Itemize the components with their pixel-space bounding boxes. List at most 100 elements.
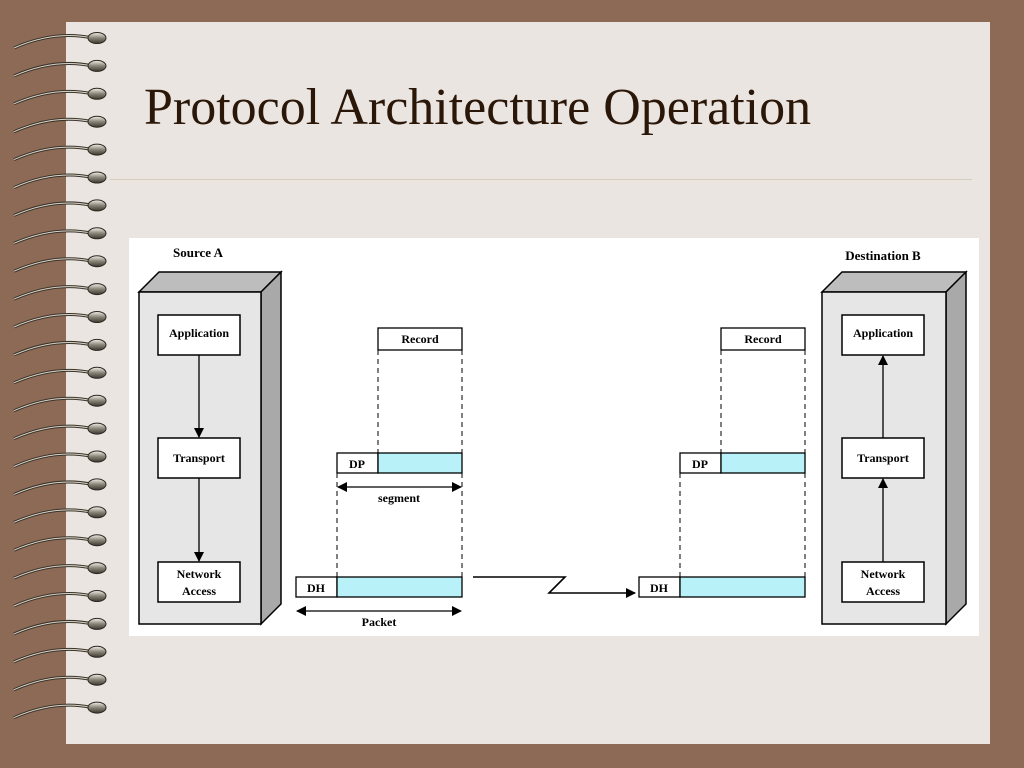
binding-coil — [13, 536, 93, 552]
packet-label: Packet — [362, 615, 397, 629]
binding-ring — [87, 143, 107, 156]
binding-coil-highlight — [13, 593, 93, 607]
binding-coil-highlight — [13, 509, 93, 523]
right-record-label: Record — [744, 332, 782, 346]
left-record-label: Record — [401, 332, 439, 346]
binding-ring — [87, 283, 107, 296]
source-transport-label: Transport — [173, 451, 225, 465]
left-protocol-units: Record DP segment DH Packet — [295, 327, 463, 629]
source-label: Source A — [173, 245, 224, 260]
binding-coil — [13, 396, 93, 413]
right-dh-label: DH — [650, 581, 669, 595]
destination-network-box — [841, 561, 925, 603]
binding-coil — [13, 117, 93, 134]
binding-coil-highlight — [13, 174, 93, 188]
binding-ring — [87, 199, 107, 212]
source-application-label: Application — [169, 326, 229, 340]
binding-ring — [87, 450, 107, 463]
right-record-box — [720, 327, 806, 351]
protocol-diagram: Source A Application Transport Network A… — [129, 238, 979, 636]
binding-coil — [13, 675, 93, 692]
binding-coil — [13, 424, 93, 440]
destination-application-label: Application — [853, 326, 913, 340]
left-packet-payload — [336, 576, 463, 598]
binding-coil-highlight — [13, 146, 93, 161]
binding-coil-highlight — [13, 118, 93, 133]
binding-coil — [13, 368, 93, 385]
binding-ring — [87, 645, 107, 658]
binding-ring — [87, 227, 107, 240]
left-record-box — [377, 327, 463, 351]
binding-ring — [87, 617, 107, 630]
binding-coil — [13, 452, 93, 468]
source-network-box — [157, 561, 241, 603]
binding-ring — [87, 255, 107, 268]
network-transit-arrow — [473, 576, 636, 598]
left-segment-payload — [377, 452, 463, 474]
destination-label: Destination B — [845, 248, 921, 263]
destination-application-box — [841, 314, 925, 356]
binding-coil-highlight — [13, 648, 93, 663]
binding-coil-highlight — [13, 425, 93, 440]
destination-transport-label: Transport — [857, 451, 909, 465]
binding-coil-highlight — [13, 35, 93, 49]
binding-ring — [87, 534, 107, 547]
binding-ring — [87, 59, 107, 72]
destination-access-label: Access — [866, 584, 900, 598]
source-stack: Source A Application Transport Network A… — [137, 245, 283, 626]
binding-coil-highlight — [13, 286, 93, 300]
title-divider — [110, 179, 972, 180]
source-transport-box — [157, 437, 241, 479]
binding-coil-highlight — [13, 481, 93, 495]
binding-coil-highlight — [13, 90, 93, 105]
binding-coil-highlight — [13, 397, 93, 412]
binding-coil-highlight — [13, 341, 93, 356]
binding-coil — [13, 285, 93, 301]
binding-ring — [87, 115, 107, 128]
binding-coil-highlight — [13, 676, 93, 691]
binding-coil-highlight — [13, 369, 93, 384]
binding-coil — [13, 173, 93, 189]
binding-ring — [87, 87, 107, 100]
right-protocol-units: Record DP DH — [638, 327, 806, 598]
binding-ring — [87, 478, 107, 491]
binding-ring — [87, 366, 107, 379]
binding-coil — [13, 340, 93, 357]
binding-coil — [13, 34, 93, 50]
binding-coil — [13, 229, 93, 245]
spiral-binding-decoration — [13, 32, 107, 719]
binding-coil-highlight — [13, 704, 93, 719]
binding-coil — [13, 313, 93, 329]
binding-ring — [87, 338, 107, 351]
binding-coil — [13, 703, 93, 719]
binding-coil — [13, 61, 93, 78]
binding-coil — [13, 257, 93, 273]
binding-coil — [13, 480, 93, 496]
slide-title: Protocol Architecture Operation — [144, 79, 812, 136]
right-dp-label: DP — [692, 457, 708, 471]
binding-ring — [87, 311, 107, 323]
right-segment-payload — [720, 452, 806, 474]
source-application-box — [157, 314, 241, 356]
destination-transport-box — [841, 437, 925, 479]
binding-coil — [13, 619, 93, 636]
binding-coil — [13, 508, 93, 524]
binding-coil-highlight — [13, 314, 93, 328]
binding-ring — [87, 701, 107, 714]
source-access-label: Access — [182, 584, 216, 598]
left-dh-label: DH — [307, 581, 326, 595]
right-packet-payload — [679, 576, 806, 598]
binding-coil — [13, 647, 93, 664]
binding-coil-highlight — [13, 202, 93, 216]
binding-coil-highlight — [13, 258, 93, 272]
binding-ring — [87, 562, 107, 575]
segment-label: segment — [378, 491, 420, 505]
binding-ring — [87, 32, 107, 44]
binding-coil — [13, 564, 93, 580]
source-network-label: Network — [177, 567, 222, 581]
binding-ring — [87, 673, 107, 686]
left-dp-label: DP — [349, 457, 365, 471]
binding-coil-highlight — [13, 620, 93, 635]
destination-network-label: Network — [861, 567, 906, 581]
binding-ring — [87, 394, 107, 407]
